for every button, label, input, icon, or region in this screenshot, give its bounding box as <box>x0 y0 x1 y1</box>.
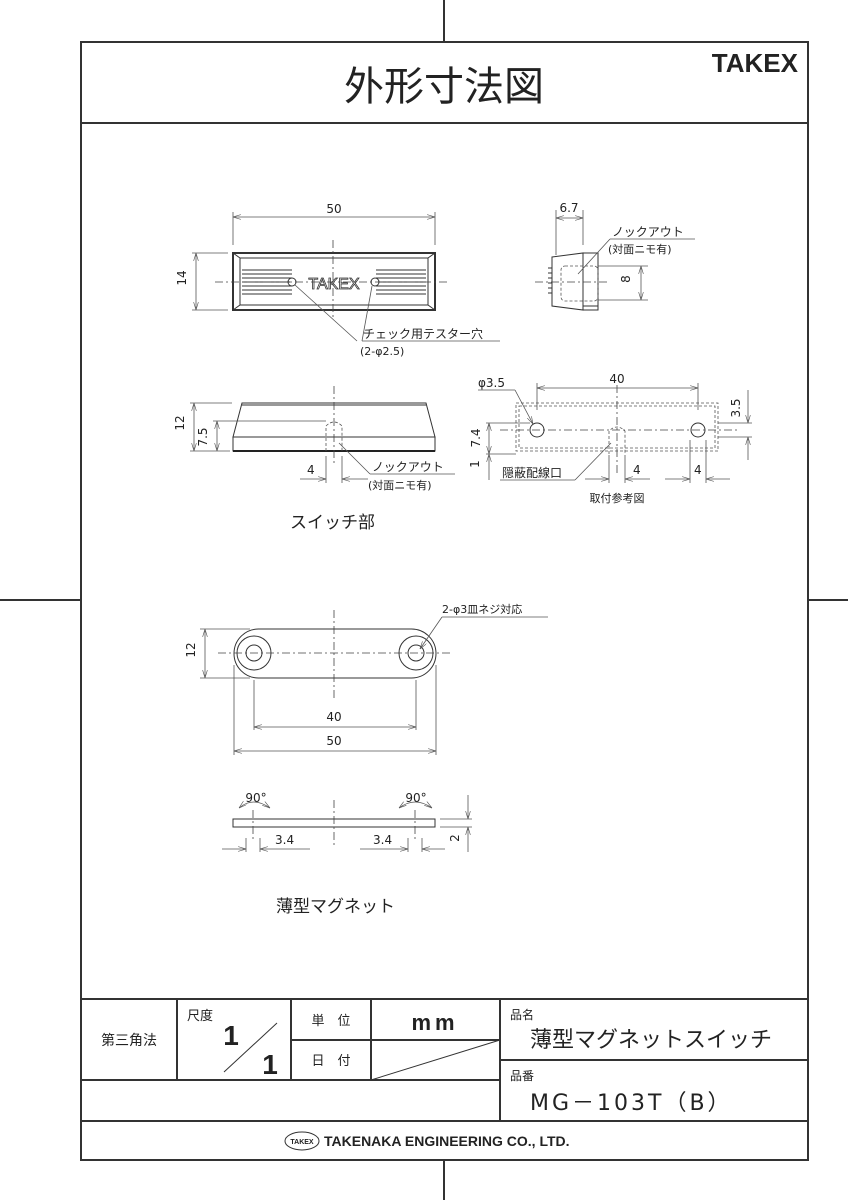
svg-text:(対面ニモ有): (対面ニモ有) <box>608 242 672 256</box>
product-name: 薄型マグネットスイッチ <box>530 1028 772 1053</box>
magnet-section-label: 薄型マグネット <box>276 897 395 917</box>
brand-logo: TAKEX <box>712 48 799 78</box>
svg-text:(2-φ2.5): (2-φ2.5) <box>360 345 404 358</box>
svg-text:隠蔽配線口: 隠蔽配線口 <box>502 465 562 480</box>
projection-label: 第三角法 <box>101 1032 157 1049</box>
switch-bottom-view: 12 7.5 4 ノックアウト (対面ニモ有) スイッチ部 <box>173 386 455 533</box>
company-logo-small: TAKEX <box>290 1139 314 1146</box>
svg-text:90°: 90° <box>245 791 266 805</box>
svg-text:6.7: 6.7 <box>559 201 578 215</box>
scale-numerator: 1 <box>223 1020 239 1051</box>
front-logo: TAKEX <box>308 276 360 293</box>
svg-text:品名: 品名 <box>510 1007 534 1022</box>
company-name: TAKENAKA ENGINEERING CO., LTD. <box>324 1133 570 1149</box>
switch-side-view: 6.7 8 ノックアウト (対面ニモ有) <box>535 201 695 311</box>
svg-text:3.4: 3.4 <box>275 833 294 847</box>
svg-text:8: 8 <box>619 275 633 283</box>
svg-text:4: 4 <box>694 463 702 477</box>
svg-text:14: 14 <box>175 270 189 285</box>
svg-text:2: 2 <box>448 834 462 842</box>
magnet-side-view: 90° 90° 3.4 3.4 2 薄型マグネット <box>222 791 472 917</box>
svg-text:50: 50 <box>326 202 341 216</box>
svg-text:2-φ3皿ネジ対応: 2-φ3皿ネジ対応 <box>442 602 522 616</box>
svg-text:3.4: 3.4 <box>373 833 392 847</box>
part-number: MG－103T（B） <box>530 1091 733 1116</box>
svg-text:7.5: 7.5 <box>196 427 210 446</box>
svg-text:4: 4 <box>633 463 641 477</box>
svg-text:12: 12 <box>184 642 198 657</box>
svg-text:取付参考図: 取付参考図 <box>590 491 645 505</box>
svg-text:φ3.5: φ3.5 <box>478 376 505 390</box>
title-block: 第三角法 尺度 1 1 単 位 日 付 mm 品名 薄型マグネットスイッチ 品番… <box>81 998 808 1151</box>
svg-text:90°: 90° <box>405 791 426 805</box>
svg-text:40: 40 <box>326 710 341 724</box>
svg-text:12: 12 <box>173 415 187 430</box>
svg-text:チェック用テスター穴: チェック用テスター穴 <box>363 326 483 341</box>
svg-text:(対面ニモ有): (対面ニモ有) <box>368 478 432 492</box>
svg-text:単 位: 単 位 <box>311 1013 350 1029</box>
mounting-reference: 40 φ3.5 3.5 7.4 1 4 4 隠蔽配線口 取付参考図 <box>468 372 752 505</box>
unit-value: mm <box>411 1010 458 1035</box>
svg-text:ノックアウト: ノックアウト <box>612 225 684 239</box>
svg-text:50: 50 <box>326 734 341 748</box>
svg-text:ノックアウト: ノックアウト <box>372 460 444 474</box>
svg-text:3.5: 3.5 <box>729 398 743 417</box>
scale-denominator: 1 <box>262 1049 278 1080</box>
switch-section-label: スイッチ部 <box>290 513 375 533</box>
page-title: 外形寸法図 <box>344 64 544 110</box>
sheet-border <box>80 41 809 1161</box>
svg-text:7.4: 7.4 <box>469 428 483 447</box>
switch-front-view: TAKEX 50 14 チェック用テスター穴 (2-φ2.5) <box>175 202 500 358</box>
magnet-top-view: 12 40 50 2-φ3皿ネジ対応 <box>184 602 548 755</box>
svg-text:品番: 品番 <box>510 1069 534 1083</box>
svg-text:1: 1 <box>468 460 482 468</box>
svg-text:日 付: 日 付 <box>311 1054 350 1069</box>
svg-text:40: 40 <box>609 372 624 386</box>
svg-text:尺度: 尺度 <box>187 1008 213 1024</box>
svg-text:4: 4 <box>307 463 315 477</box>
